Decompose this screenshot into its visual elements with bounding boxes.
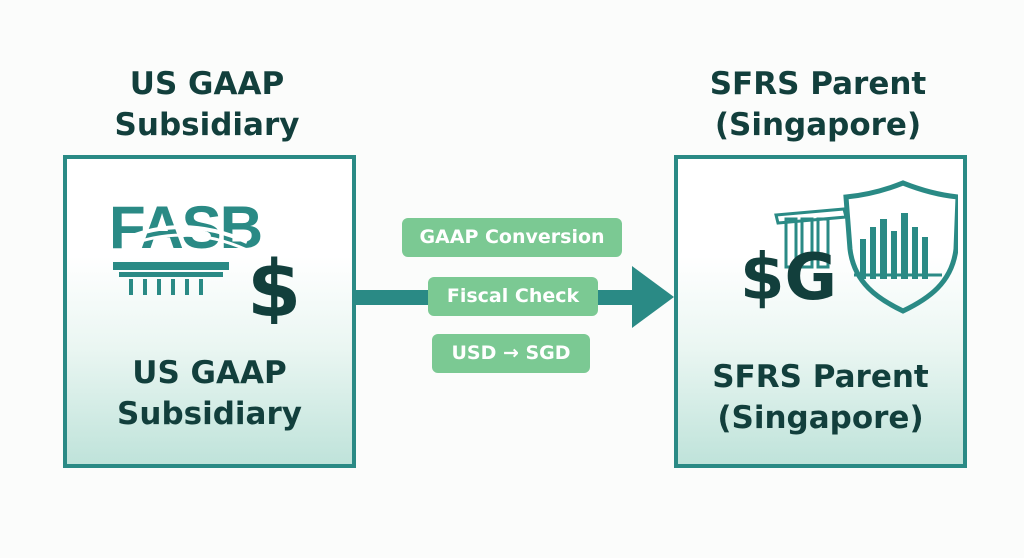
us-gaap-subsidiary-box: FASB $ US GAAP Subsidiary: [63, 155, 356, 468]
arrow-head: [632, 266, 674, 328]
step-usd-to-sgd: USD → SGD: [432, 334, 590, 373]
right-box-label: SFRS Parent (Singapore): [712, 359, 929, 436]
sgd-symbol: $G: [740, 241, 837, 315]
singapore-shield-icon: $G: [740, 180, 958, 315]
step-gaap-conversion: GAAP Conversion: [402, 218, 622, 257]
left-box-label: US GAAP Subsidiary: [117, 355, 302, 432]
fasb-logo-icon: FASB $: [109, 194, 301, 324]
left-title: US GAAP Subsidiary: [114, 66, 300, 143]
sfrs-parent-box: $G SFRS Parent (Singapore): [674, 155, 967, 468]
right-title: SFRS Parent (Singapore): [709, 66, 927, 143]
dollar-sign: $: [247, 245, 301, 324]
step-fiscal-check: Fiscal Check: [428, 277, 598, 316]
